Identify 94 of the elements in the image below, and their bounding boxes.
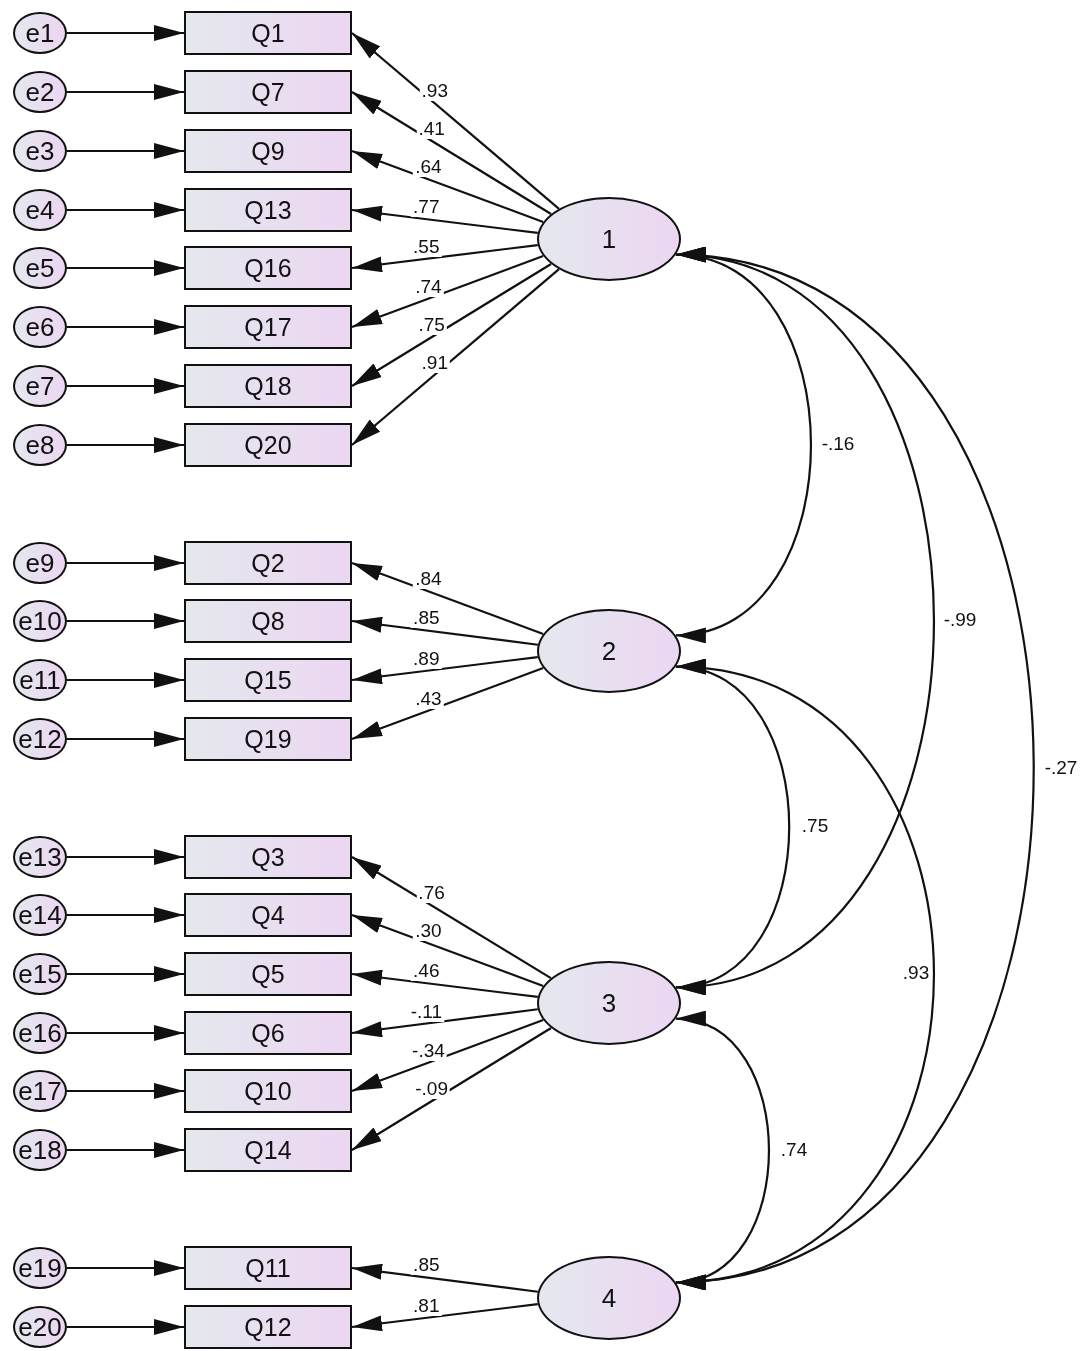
latent-factor-ellipse: 1: [537, 197, 681, 281]
arrow: [67, 731, 184, 747]
edge-label: .84: [413, 569, 444, 590]
arrow: [351, 204, 538, 235]
observed-variable-box: Q4: [184, 893, 352, 937]
edge-label: .93: [419, 81, 450, 102]
observed-variable-box: Q11: [184, 1246, 352, 1290]
arrow: [351, 968, 538, 999]
arrow: [67, 907, 184, 923]
error-circle: e20: [13, 1306, 67, 1348]
error-circle: e16: [13, 1012, 67, 1054]
error-circle: e5: [13, 247, 67, 289]
arrow: [67, 849, 184, 865]
arrow: [351, 1008, 538, 1039]
error-circle: e14: [13, 894, 67, 936]
arrow: [67, 555, 184, 571]
observed-variable-box: Q3: [184, 835, 352, 879]
observed-variable-box: Q8: [184, 599, 352, 643]
latent-factor-ellipse: 2: [537, 609, 681, 693]
arrow: [67, 966, 184, 982]
observed-variable-box: Q17: [184, 305, 352, 349]
arrow: [67, 25, 184, 41]
latent-factor-ellipse: 4: [537, 1256, 681, 1340]
observed-variable-box: Q6: [184, 1011, 352, 1055]
arrow: [351, 655, 538, 686]
latent-factor-ellipse: 3: [537, 961, 681, 1045]
arrow: [351, 91, 552, 215]
edge-label: -.09: [413, 1079, 450, 1100]
edge-label: .85: [411, 1255, 442, 1276]
observed-variable-box: Q7: [184, 70, 352, 114]
arrow: [67, 1319, 184, 1335]
error-circle: e7: [13, 365, 67, 407]
error-circle: e2: [13, 71, 67, 113]
error-circle: e13: [13, 836, 67, 878]
arrow: [351, 1302, 538, 1333]
arrow: [351, 666, 544, 741]
arrow: [351, 561, 544, 636]
arrow: [67, 202, 184, 218]
arrow: [67, 260, 184, 276]
arrow: [67, 378, 184, 394]
arrow: [351, 1262, 538, 1293]
error-circle: e6: [13, 306, 67, 348]
arrow: [67, 437, 184, 453]
arrow: [67, 1083, 184, 1099]
arrow: [351, 254, 544, 329]
error-circle: e1: [13, 12, 67, 54]
arrow: [351, 913, 544, 988]
observed-variable-box: Q2: [184, 541, 352, 585]
error-circle: e8: [13, 424, 67, 466]
error-circle: e15: [13, 953, 67, 995]
error-circle: e9: [13, 542, 67, 584]
edge-label: .85: [411, 608, 442, 629]
observed-variable-box: Q20: [184, 423, 352, 467]
observed-variable-box: Q5: [184, 952, 352, 996]
error-circle: e11: [13, 659, 67, 701]
arrow: [67, 1025, 184, 1041]
error-circle: e18: [13, 1129, 67, 1171]
observed-variable-box: Q18: [184, 364, 352, 408]
error-circle: e10: [13, 600, 67, 642]
arrow: [67, 84, 184, 100]
observed-variable-box: Q9: [184, 129, 352, 173]
observed-variable-box: Q12: [184, 1305, 352, 1349]
error-circle: e19: [13, 1247, 67, 1289]
arrow: [67, 143, 184, 159]
edge-label: .46: [411, 961, 442, 982]
observed-variable-box: Q13: [184, 188, 352, 232]
observed-variable-box: Q10: [184, 1069, 352, 1113]
arrow: [351, 263, 552, 387]
observed-variable-box: Q1: [184, 11, 352, 55]
observed-variable-box: Q15: [184, 658, 352, 702]
arrow: [351, 149, 544, 224]
arrow: [351, 1027, 552, 1151]
edge-label: .76: [416, 883, 447, 904]
edge-label: .64: [413, 157, 444, 178]
edge-label: .77: [411, 197, 442, 218]
error-circle: e3: [13, 130, 67, 172]
error-circle: e17: [13, 1070, 67, 1112]
arrow: [67, 1142, 184, 1158]
arrow: [351, 268, 560, 446]
error-circle: e12: [13, 718, 67, 760]
edge-label: .30: [413, 921, 444, 942]
observed-variable-box: Q16: [184, 246, 352, 290]
observed-variable-box: Q14: [184, 1128, 352, 1172]
observed-variable-box: Q19: [184, 717, 352, 761]
arrow: [67, 672, 184, 688]
arrow: [351, 1018, 544, 1093]
arrow: [67, 319, 184, 335]
arrow: [351, 32, 560, 210]
arrow: [351, 856, 552, 980]
arrow: [67, 613, 184, 629]
error-circle: e4: [13, 189, 67, 231]
arrow: [351, 615, 538, 646]
arrow: [67, 1260, 184, 1276]
arrow: [351, 243, 538, 274]
